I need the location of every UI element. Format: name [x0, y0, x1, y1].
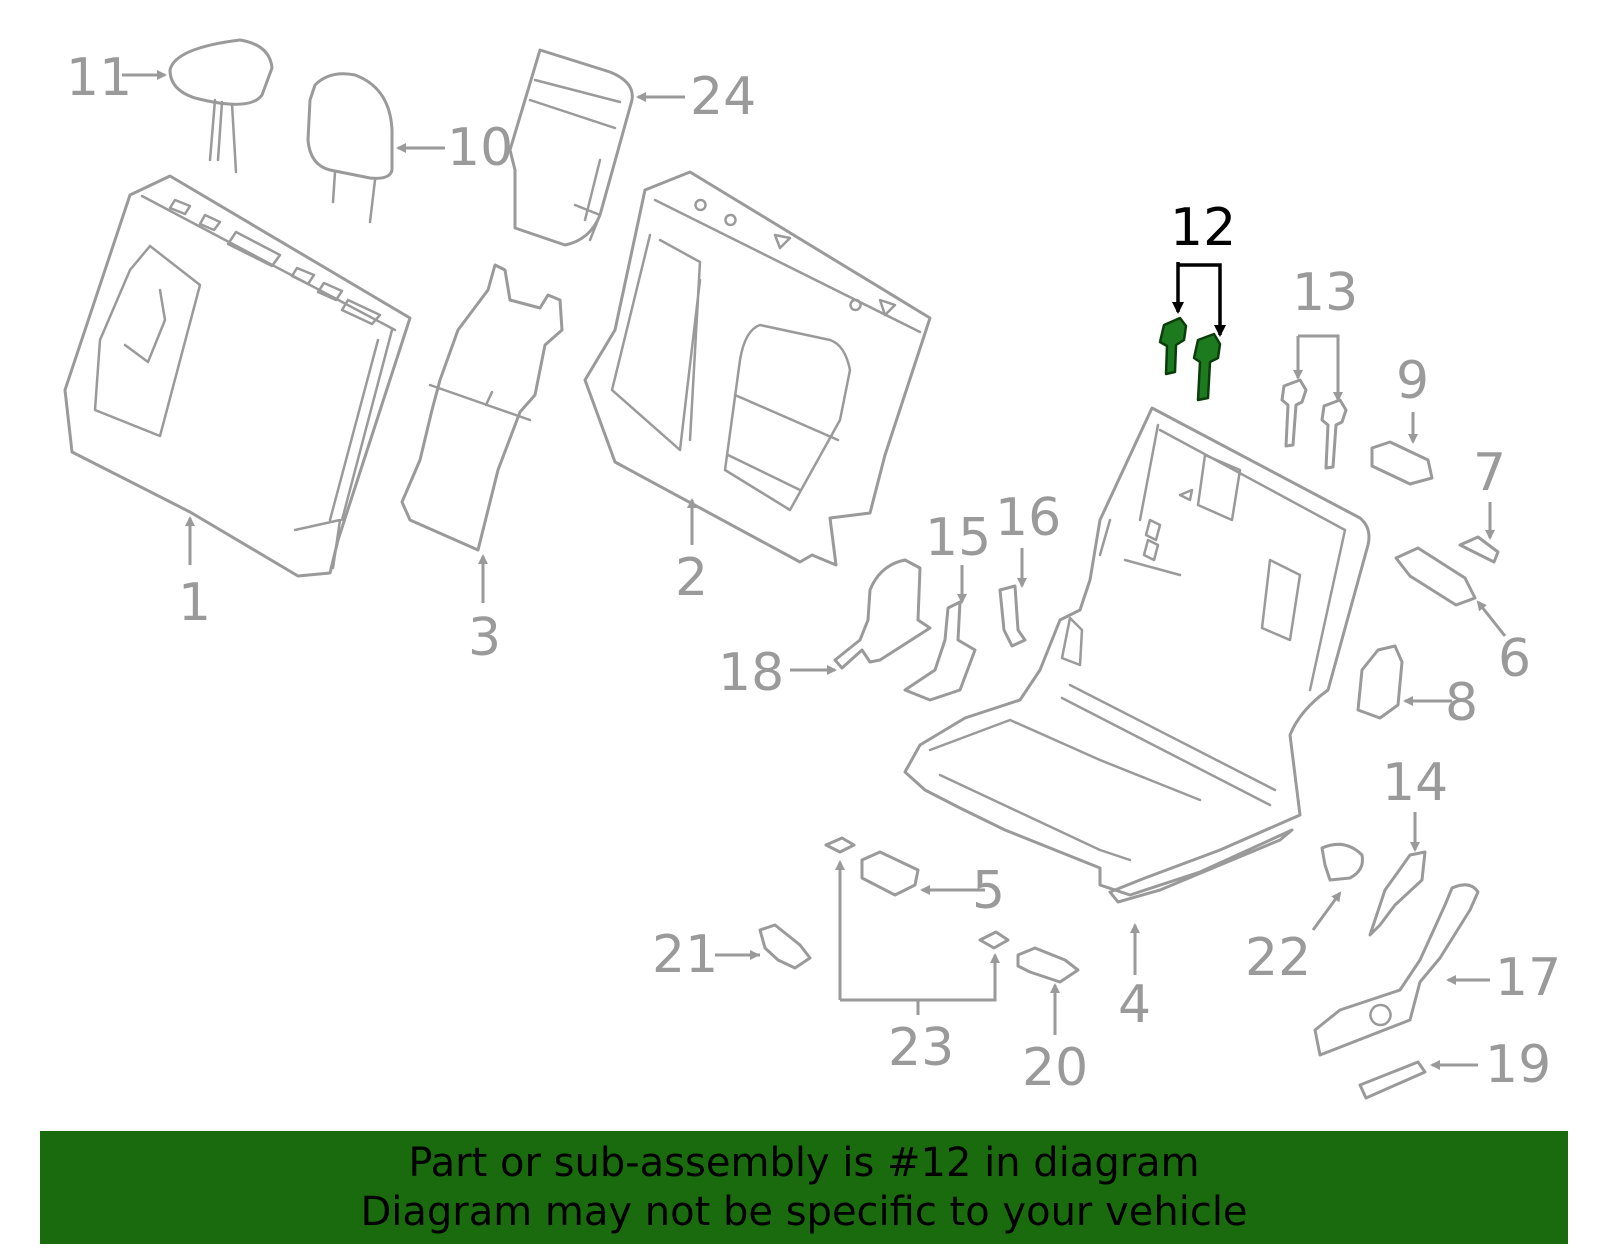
part-1-seat-back [63, 174, 412, 578]
part-22-bracket [1320, 842, 1364, 882]
part-12-bolts [1158, 316, 1222, 402]
part-4-seat-frame [903, 406, 1371, 904]
part-7-clip [1458, 535, 1500, 564]
callout-6: 6 [1498, 629, 1531, 689]
callout-19: 19 [1485, 1035, 1551, 1095]
callout-24: 24 [690, 67, 756, 127]
callout-14: 14 [1382, 753, 1448, 813]
leader-lines [122, 70, 1507, 1070]
callout-10: 10 [447, 118, 513, 178]
callout-labels: 11 10 24 1 3 2 12 13 9 7 6 8 15 16 18 5 … [66, 48, 1561, 1098]
part-20-clip [1016, 946, 1080, 984]
banner-line-2: Diagram may not be specific to your vehi… [360, 1189, 1248, 1235]
callout-2: 2 [675, 548, 708, 608]
part-21-clip [758, 923, 812, 970]
part-8-cover [1356, 644, 1404, 720]
callout-22: 22 [1245, 928, 1311, 988]
part-19-trim [1358, 1060, 1427, 1100]
part-17-side-shield [1313, 883, 1480, 1057]
callout-23: 23 [888, 1018, 954, 1078]
part-9-clip [1370, 440, 1434, 486]
part-18-trim [833, 558, 932, 670]
part-16-bracket [998, 584, 1027, 648]
callout-4: 4 [1118, 975, 1151, 1035]
callout-5: 5 [972, 861, 1005, 921]
banner-line-1: Part or sub-assembly is #12 in diagram [408, 1140, 1200, 1186]
callout-15: 15 [925, 508, 991, 568]
part-23-pads [824, 836, 1010, 950]
callout-20: 20 [1022, 1038, 1088, 1098]
part-13-bolts [1280, 378, 1348, 470]
seat-parts-diagram: 11 10 24 1 3 2 12 13 9 7 6 8 15 16 18 5 … [63, 38, 1561, 1100]
callout-9: 9 [1396, 351, 1429, 411]
callout-16: 16 [995, 488, 1061, 548]
callout-21: 21 [652, 925, 718, 985]
part-11-headrest [168, 38, 274, 174]
part-24-panel [508, 48, 634, 247]
callout-11: 11 [66, 48, 132, 108]
part-5-bracket [860, 850, 920, 897]
callout-13: 13 [1292, 263, 1358, 323]
callout-3: 3 [468, 608, 501, 668]
part-3-frame-pad [400, 263, 564, 552]
callout-12: 12 [1170, 198, 1236, 258]
callout-17: 17 [1495, 948, 1561, 1008]
part-10-headrest [306, 72, 394, 224]
info-banner: Part or sub-assembly is #12 in diagram D… [40, 1131, 1568, 1244]
part-2-seat-back-shell [583, 170, 932, 567]
callout-1: 1 [178, 573, 211, 633]
callout-18: 18 [718, 643, 784, 703]
callout-7: 7 [1473, 443, 1506, 503]
callout-8: 8 [1445, 673, 1478, 733]
part-14-bracket [1368, 850, 1427, 937]
part-15-trim [903, 600, 977, 702]
part-6-bracket [1394, 546, 1477, 607]
